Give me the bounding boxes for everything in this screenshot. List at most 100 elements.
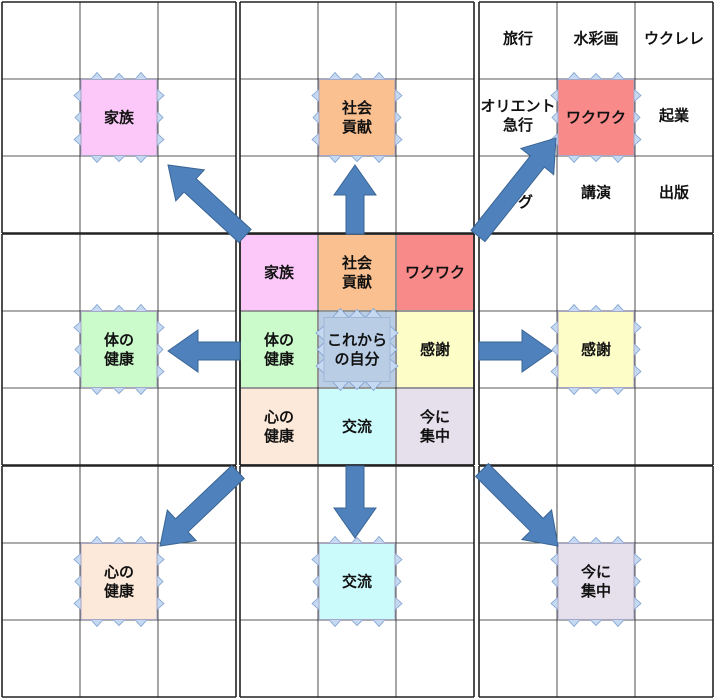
center-cell-label: 今に集中 bbox=[419, 408, 450, 445]
outer-block-society: 社会貢献 bbox=[311, 71, 403, 164]
center-cell-label-line: 貢献 bbox=[342, 273, 372, 291]
idea-cell-label: 出版 bbox=[659, 184, 689, 202]
outer-block-wakuwaku: 旅行水彩画ウクレレオリエント急行起業ガング講演出版ワクワク bbox=[480, 30, 704, 212]
idea-cell-label: 水彩画 bbox=[573, 30, 618, 48]
theme-cell-label-line: 今に bbox=[580, 563, 611, 581]
outer-block-family: 家族 bbox=[73, 71, 165, 164]
theme-cell-fill bbox=[80, 79, 158, 156]
idea-cell-label-line: オリエント bbox=[480, 97, 555, 115]
center-cell-label-line: 体の bbox=[264, 331, 294, 349]
center-cell-fill bbox=[241, 389, 317, 464]
center-cell-fill bbox=[397, 312, 473, 387]
center-cell-fill bbox=[319, 235, 395, 310]
theme-cell-label-line: 体の bbox=[104, 331, 134, 349]
center-cell-thanks: 感謝 bbox=[397, 312, 473, 387]
center-cell-label-line: 健康 bbox=[264, 350, 295, 368]
theme-cell-label-line: 感謝 bbox=[581, 341, 611, 359]
outer-block-exchange: 交流 bbox=[311, 535, 403, 628]
theme-cell-label-line: 家族 bbox=[104, 109, 135, 127]
outer-block-thanks: 感謝 bbox=[550, 303, 642, 396]
theme-cell-label: 体の健康 bbox=[104, 331, 135, 368]
center-cell-label: 体の健康 bbox=[264, 331, 295, 368]
idea-cell-label: ウクレレ bbox=[644, 30, 704, 48]
arrow-up-icon bbox=[333, 164, 377, 235]
center-self-label-line: これから bbox=[327, 331, 387, 349]
center-cell-label-line: ワクワク bbox=[405, 264, 465, 282]
center-cell-label-line: 集中 bbox=[419, 427, 450, 445]
arrow-right-icon bbox=[478, 329, 553, 373]
outer-block-body: 体の健康 bbox=[73, 303, 165, 396]
center-cell-society: 社会貢献 bbox=[319, 235, 395, 310]
theme-cell-label-line: 健康 bbox=[104, 350, 135, 368]
center-cell-body: 体の健康 bbox=[241, 312, 317, 387]
idea-cell-label-line: 水彩画 bbox=[573, 30, 618, 48]
center-cell-label: 交流 bbox=[342, 418, 372, 436]
theme-cell-fill bbox=[80, 543, 158, 620]
arrow-down-right-icon bbox=[474, 462, 559, 547]
idea-cell-label: 講演 bbox=[581, 184, 611, 202]
idea-cell-label: 旅行 bbox=[503, 30, 533, 48]
arrow-down-left-icon bbox=[159, 464, 245, 547]
theme-cell-label: 社会貢献 bbox=[341, 99, 372, 136]
center-self-fill bbox=[323, 317, 391, 382]
block-grid-middle-right bbox=[478, 233, 714, 466]
center-self-label: これからの自分 bbox=[327, 331, 387, 368]
arrow-up-left-icon bbox=[167, 164, 252, 244]
theme-cell-label: 心の健康 bbox=[104, 563, 135, 600]
idea-cell-label-line: 講演 bbox=[581, 184, 611, 202]
theme-cell-label: 交流 bbox=[342, 573, 372, 591]
theme-cell-fill bbox=[80, 311, 158, 388]
center-cell-fill bbox=[319, 389, 395, 464]
arrow-up-right-icon bbox=[470, 137, 557, 243]
center-cell-label: 心の健康 bbox=[264, 408, 295, 445]
idea-cell-label: 起業 bbox=[658, 107, 690, 125]
theme-cell-label: 今に集中 bbox=[580, 563, 611, 600]
theme-cell-fill bbox=[557, 543, 635, 620]
outer-block-mind: 心の健康 bbox=[73, 535, 165, 628]
theme-cell-fill bbox=[557, 311, 635, 388]
center-cell-label-line: 感謝 bbox=[420, 341, 450, 359]
theme-cell-fill bbox=[318, 543, 396, 620]
theme-cell-label-line: 健康 bbox=[104, 582, 135, 600]
theme-cell-label-line: 社会 bbox=[341, 99, 372, 117]
center-cell-now: 今に集中 bbox=[397, 389, 473, 464]
idea-cell-label-line: 起業 bbox=[658, 107, 690, 125]
arrow-left-icon bbox=[167, 329, 241, 373]
center-cell-fill bbox=[397, 235, 473, 310]
idea-cell-label-line: ウクレレ bbox=[644, 30, 704, 48]
center-cell-wakuwaku: ワクワク bbox=[397, 235, 473, 310]
idea-cell-label-line: 急行 bbox=[503, 116, 533, 134]
theme-cell-label-line: 集中 bbox=[580, 582, 611, 600]
center-cell-label: 感謝 bbox=[420, 341, 450, 359]
theme-cell-label-line: ワクワク bbox=[566, 109, 626, 127]
center-cell-label: 家族 bbox=[264, 264, 295, 282]
center-cell-fill bbox=[397, 389, 473, 464]
arrow-down-icon bbox=[333, 465, 377, 539]
theme-cell-label-line: 心の bbox=[104, 563, 134, 581]
theme-cell-label: 家族 bbox=[104, 109, 135, 127]
center-cell-family: 家族 bbox=[241, 235, 317, 310]
center-self-label-top: これからの自分 bbox=[323, 317, 391, 382]
center-cell-label: 社会貢献 bbox=[341, 254, 372, 291]
block-grid-bottom-right bbox=[478, 465, 714, 698]
theme-cell-fill bbox=[557, 79, 635, 156]
theme-cell-fill bbox=[318, 79, 396, 156]
center-cell-label-line: 社会 bbox=[341, 254, 372, 272]
center-cell-label-line: 今に bbox=[419, 408, 450, 426]
center-cell-label: ワクワク bbox=[405, 264, 465, 282]
idea-cell-label: オリエント急行 bbox=[480, 97, 555, 134]
idea-cell-label-line: 旅行 bbox=[503, 30, 533, 48]
theme-cell-label-line: 貢献 bbox=[342, 118, 372, 136]
center-cell-label-line: 交流 bbox=[342, 418, 372, 436]
center-cell-label-line: 心の bbox=[264, 408, 294, 426]
theme-cell-label-line: 交流 bbox=[342, 573, 372, 591]
theme-cell-label: ワクワク bbox=[566, 109, 626, 127]
center-cell-fill bbox=[241, 312, 317, 387]
outer-block-now: 今に集中 bbox=[550, 535, 642, 628]
center-cell-fill bbox=[241, 235, 317, 310]
center-cell-exchange: 交流 bbox=[319, 389, 395, 464]
center-cell-mind: 心の健康 bbox=[241, 389, 317, 464]
theme-cell-label: 感謝 bbox=[581, 341, 611, 359]
center-cell-label-line: 家族 bbox=[264, 264, 295, 282]
